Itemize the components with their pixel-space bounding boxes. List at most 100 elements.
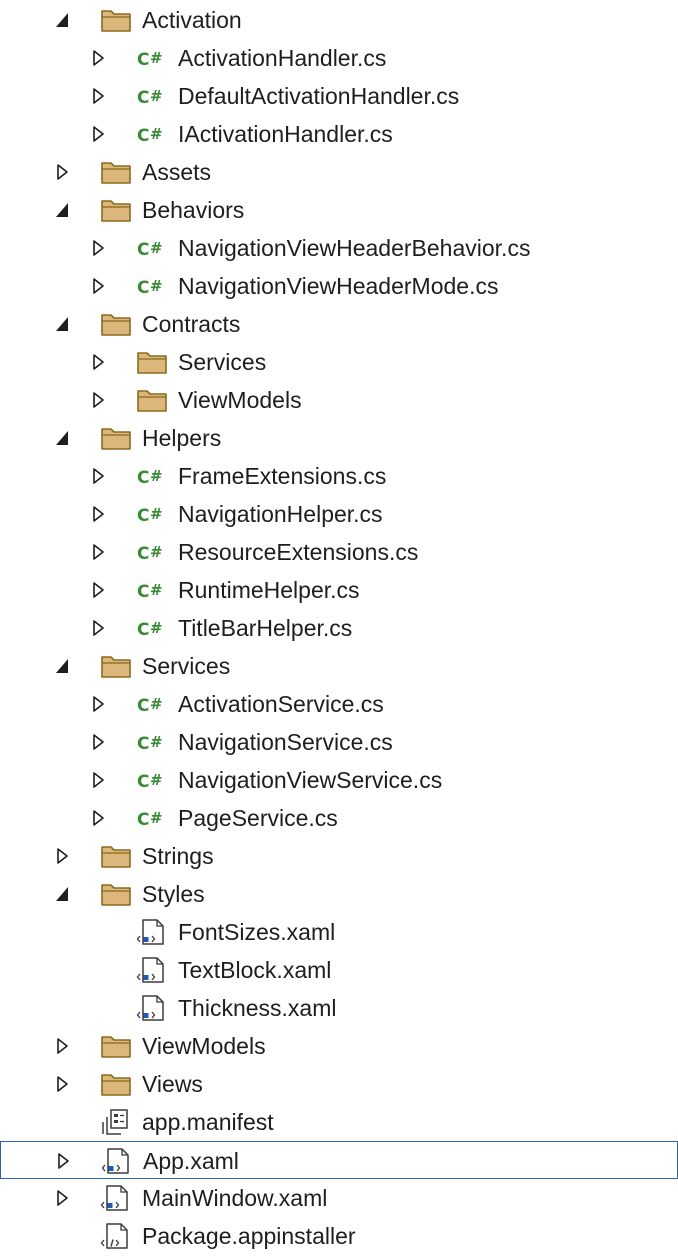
collapsed-chevron-icon[interactable]	[91, 619, 105, 637]
folder-icon	[100, 197, 132, 223]
tree-item-label: RuntimeHelper.cs	[178, 577, 360, 603]
folder-icon	[136, 349, 168, 375]
svg-text:C: C	[137, 544, 149, 564]
collapsed-chevron-icon[interactable]	[91, 87, 105, 105]
tree-item[interactable]: Services	[0, 647, 678, 685]
tree-item[interactable]: Behaviors	[0, 191, 678, 229]
collapsed-chevron-icon[interactable]	[55, 1189, 69, 1207]
tree-item[interactable]: Services	[0, 343, 678, 381]
tree-item-label: ViewModels	[178, 387, 302, 413]
tree-item-label: DefaultActivationHandler.cs	[178, 83, 460, 109]
tree-item-label: Styles	[142, 881, 205, 907]
collapsed-chevron-icon[interactable]	[55, 1037, 69, 1055]
collapsed-chevron-icon[interactable]	[91, 277, 105, 295]
tree-item[interactable]: C #NavigationViewHeaderMode.cs	[0, 267, 678, 305]
tree-item[interactable]: C #NavigationHelper.cs	[0, 495, 678, 533]
tree-item-label: ActivationService.cs	[178, 691, 384, 717]
expanded-chevron-icon[interactable]	[55, 315, 69, 333]
tree-item[interactable]: App.xaml	[0, 1141, 678, 1179]
csharp-file-icon: C #	[136, 235, 168, 261]
svg-text:C: C	[137, 772, 149, 792]
csharp-file-icon: C #	[136, 615, 168, 641]
tree-item[interactable]: C #ActivationService.cs	[0, 685, 678, 723]
collapsed-chevron-icon[interactable]	[55, 847, 69, 865]
collapsed-chevron-icon[interactable]	[91, 467, 105, 485]
tree-item[interactable]: C #ResourceExtensions.cs	[0, 533, 678, 571]
tree-item-label: NavigationHelper.cs	[178, 501, 383, 527]
tree-item[interactable]: C #IActivationHandler.cs	[0, 115, 678, 153]
tree-item[interactable]: Contracts	[0, 305, 678, 343]
tree-item[interactable]: C # NavigationViewHeaderBehavior.cs	[0, 229, 678, 267]
tree-item[interactable]: C #TitleBarHelper.cs	[0, 609, 678, 647]
collapsed-chevron-icon[interactable]	[91, 505, 105, 523]
collapsed-chevron-icon[interactable]	[56, 1152, 70, 1170]
expanded-chevron-icon[interactable]	[55, 429, 69, 447]
tree-item[interactable]: Views	[0, 1065, 678, 1103]
tree-item[interactable]: FontSizes.xaml	[0, 913, 678, 951]
tree-item[interactable]: Package.appinstaller	[0, 1217, 678, 1255]
tree-item-label: App.xaml	[143, 1148, 239, 1174]
collapsed-chevron-icon[interactable]	[91, 353, 105, 371]
tree-item[interactable]: C #FrameExtensions.cs	[0, 457, 678, 495]
tree-item[interactable]: ViewModels	[0, 1027, 678, 1065]
folder-icon	[136, 387, 168, 413]
folder-icon	[100, 881, 132, 907]
svg-text:C: C	[137, 582, 149, 602]
svg-text:C: C	[137, 240, 149, 260]
tree-item-label: Behaviors	[142, 197, 245, 223]
svg-text:#: #	[150, 543, 163, 561]
collapsed-chevron-icon[interactable]	[55, 1075, 69, 1093]
tree-item[interactable]: Helpers	[0, 419, 678, 457]
collapsed-chevron-icon[interactable]	[91, 543, 105, 561]
tree-item-label: Thickness.xaml	[178, 995, 337, 1021]
tree-item-label: Views	[142, 1071, 203, 1097]
collapsed-chevron-icon[interactable]	[91, 239, 105, 257]
tree-item[interactable]: C #ActivationHandler.cs	[0, 39, 678, 77]
tree-item[interactable]: Assets	[0, 153, 678, 191]
collapsed-chevron-icon[interactable]	[91, 581, 105, 599]
tree-item-label: NavigationViewHeaderBehavior.cs	[178, 235, 531, 261]
tree-item-label: PageService.cs	[178, 805, 338, 831]
tree-item-label: ViewModels	[142, 1033, 266, 1059]
tree-item[interactable]: C #NavigationService.cs	[0, 723, 678, 761]
collapsed-chevron-icon[interactable]	[55, 163, 69, 181]
collapsed-chevron-icon[interactable]	[91, 391, 105, 409]
svg-text:C: C	[137, 810, 149, 830]
expanded-chevron-icon[interactable]	[55, 885, 69, 903]
collapsed-chevron-icon[interactable]	[91, 771, 105, 789]
tree-item[interactable]: MainWindow.xaml	[0, 1179, 678, 1217]
svg-text:C: C	[137, 88, 149, 108]
tree-item[interactable]: C #DefaultActivationHandler.cs	[0, 77, 678, 115]
expanded-chevron-icon[interactable]	[55, 201, 69, 219]
csharp-file-icon: C #	[136, 273, 168, 299]
svg-text:#: #	[150, 771, 163, 789]
xaml-file-icon	[100, 1185, 132, 1211]
tree-item-label: Assets	[142, 159, 212, 185]
tree-item[interactable]: Styles	[0, 875, 678, 913]
tree-item-label: MainWindow.xaml	[142, 1185, 328, 1211]
tree-item[interactable]: C #RuntimeHelper.cs	[0, 571, 678, 609]
csharp-file-icon: C #	[136, 767, 168, 793]
expanded-chevron-icon[interactable]	[55, 657, 69, 675]
tree-item[interactable]: Strings	[0, 837, 678, 875]
collapsed-chevron-icon[interactable]	[91, 695, 105, 713]
tree-item[interactable]: TextBlock.xaml	[0, 951, 678, 989]
expanded-chevron-icon[interactable]	[55, 11, 69, 29]
collapsed-chevron-icon[interactable]	[91, 49, 105, 67]
collapsed-chevron-icon[interactable]	[91, 809, 105, 827]
collapsed-chevron-icon[interactable]	[91, 733, 105, 751]
tree-item-label: Package.appinstaller	[142, 1223, 356, 1249]
tree-item[interactable]: C #PageService.cs	[0, 799, 678, 837]
folder-icon	[100, 653, 132, 679]
csharp-file-icon: C #	[136, 45, 168, 71]
tree-item[interactable]: Thickness.xaml	[0, 989, 678, 1027]
tree-item[interactable]: C #NavigationViewService.cs	[0, 761, 678, 799]
tree-item[interactable]: ViewModels	[0, 381, 678, 419]
tree-item[interactable]: Activation	[0, 1, 678, 39]
collapsed-chevron-icon[interactable]	[91, 125, 105, 143]
xaml-file-icon	[136, 995, 168, 1021]
folder-icon	[100, 425, 132, 451]
tree-item[interactable]: app.manifest	[0, 1103, 678, 1141]
folder-icon	[100, 311, 132, 337]
tree-item-label: FontSizes.xaml	[178, 919, 336, 945]
